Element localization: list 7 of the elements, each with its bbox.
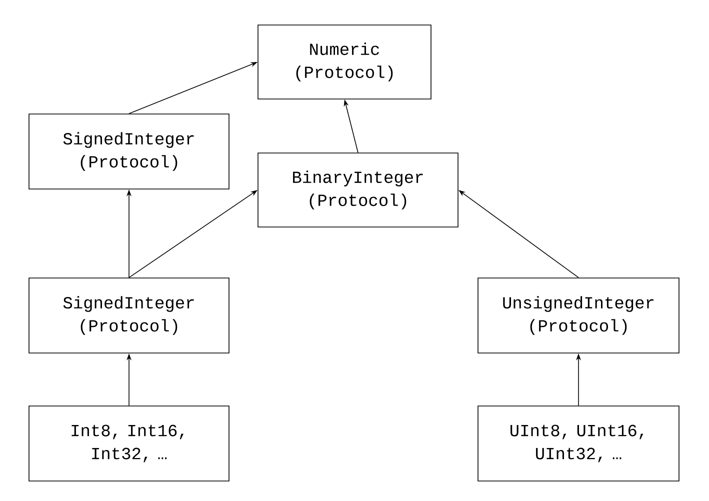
protocol-box: BinaryInteger (Protocol): [258, 152, 458, 228]
protocol-box: UnsignedInteger (Protocol): [478, 278, 680, 354]
protocol-box: SignedInteger (Protocol): [28, 278, 230, 354]
protocol-box: UInt8, UInt16, UInt32, …: [478, 406, 680, 482]
protocol-box: SignedInteger (Protocol): [28, 114, 230, 190]
protocol-box: Numeric (Protocol): [258, 24, 432, 100]
protocol-box: Int8, Int16, Int32, …: [28, 406, 230, 482]
